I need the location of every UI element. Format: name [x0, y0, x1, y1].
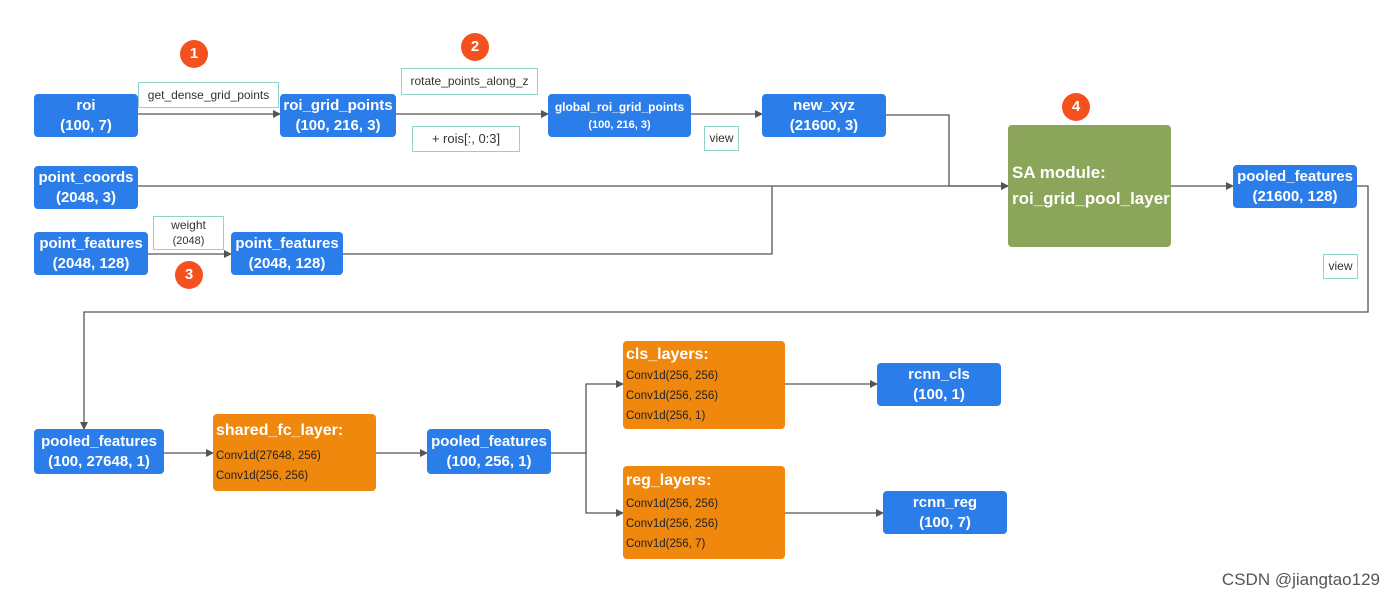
node-title: global_roi_grid_points [554, 99, 685, 114]
node-title: roi_grid_points [283, 96, 393, 114]
point-features-weighted-node: point_features (2048, 128) [231, 232, 343, 275]
point-coords-node: point_coords (2048, 3) [34, 166, 138, 209]
shared-fc-layer-node: shared_fc_layer: Conv1d(27648, 256) Conv… [213, 414, 376, 491]
node-shape: (2048, 3) [55, 188, 117, 206]
label-add-rois: + rois[:, 0:3] [412, 126, 520, 152]
node-title: new_xyz [793, 96, 855, 114]
node-shape: (100, 7) [919, 513, 971, 531]
step-badge-4: 4 [1062, 93, 1090, 121]
label-weight-line1: weight [171, 218, 206, 232]
node-title: point_features [235, 234, 339, 252]
edge-weighted-to-sa [343, 186, 773, 255]
edge-pooled3-split [551, 380, 624, 454]
layer-line: Conv1d(256, 256) [626, 390, 719, 402]
node-title: point_coords [38, 168, 134, 186]
pooled-features-1-node: pooled_features (21600, 128) [1233, 165, 1357, 208]
step-badge-3: 3 [175, 261, 203, 289]
edge-pooled3-to-reg [585, 453, 624, 517]
node-shape: (2048, 128) [248, 254, 326, 272]
node-title: pooled_features [431, 432, 547, 450]
cls-layers-node: cls_layers: Conv1d(256, 256) Conv1d(256,… [623, 341, 785, 429]
roi-node: roi (100, 7) [34, 94, 138, 137]
layer-title: shared_fc_layer: [216, 422, 344, 439]
pooled-features-3-node: pooled_features (100, 256, 1) [427, 429, 551, 474]
node-shape: (100, 7) [60, 116, 112, 134]
edge-newxyz-to-sa [886, 114, 1009, 190]
node-title: roi [76, 96, 96, 114]
node-title: pooled_features [41, 432, 157, 450]
sa-module-node: SA module: roi_grid_pool_layer [1008, 125, 1171, 247]
label-weight-line2: (2048) [172, 235, 205, 247]
label-weight: weight (2048) [153, 216, 224, 250]
layer-line: Conv1d(256, 256) [626, 498, 719, 510]
node-shape: (100, 216, 3) [588, 118, 651, 131]
global-roi-grid-points-node: global_roi_grid_points (100, 216, 3) [548, 94, 691, 137]
node-title: rcnn_cls [908, 365, 970, 383]
node-title: pooled_features [1237, 167, 1353, 185]
node-title: point_features [39, 234, 143, 252]
rcnn-cls-node: rcnn_cls (100, 1) [877, 363, 1001, 406]
label-view-2: view [1323, 254, 1358, 279]
layer-line: Conv1d(256, 256) [216, 470, 309, 482]
layer-line: Conv1d(27648, 256) [216, 450, 321, 462]
node-shape: (100, 256, 1) [446, 452, 532, 470]
label-view-1: view [704, 126, 739, 151]
node-shape: (21600, 3) [789, 116, 859, 134]
pooled-features-2-node: pooled_features (100, 27648, 1) [34, 429, 164, 474]
layer-line: Conv1d(256, 7) [626, 538, 706, 550]
reg-layers-node: reg_layers: Conv1d(256, 256) Conv1d(256,… [623, 466, 785, 559]
layer-line: Conv1d(256, 256) [626, 518, 719, 530]
layer-title: cls_layers: [626, 346, 709, 363]
sa-module-line2: roi_grid_pool_layer [1012, 189, 1170, 208]
sa-module-line1: SA module: [1012, 163, 1106, 182]
layer-line: Conv1d(256, 256) [626, 370, 719, 382]
point-features-input-node: point_features (2048, 128) [34, 232, 148, 275]
edge-pooled-view-wrap [80, 185, 1369, 430]
node-shape: (100, 1) [913, 385, 965, 403]
node-shape: (21600, 128) [1252, 187, 1338, 205]
label-get-dense-grid-points: get_dense_grid_points [138, 82, 279, 108]
watermark: CSDN @jiangtao129 [1221, 570, 1380, 589]
node-shape: (100, 216, 3) [295, 116, 381, 134]
node-shape: (100, 27648, 1) [48, 452, 150, 470]
node-title: rcnn_reg [912, 493, 978, 511]
step-badge-2: 2 [461, 33, 489, 61]
layer-line: Conv1d(256, 1) [626, 410, 706, 422]
node-shape: (2048, 128) [52, 254, 130, 272]
label-rotate-points-along-z: rotate_points_along_z [401, 68, 538, 95]
step-badge-1: 1 [180, 40, 208, 68]
rcnn-reg-node: rcnn_reg (100, 7) [883, 491, 1007, 534]
layer-title: reg_layers: [626, 472, 712, 489]
roi-grid-points-node: roi_grid_points (100, 216, 3) [280, 94, 396, 137]
new-xyz-node: new_xyz (21600, 3) [762, 94, 886, 137]
